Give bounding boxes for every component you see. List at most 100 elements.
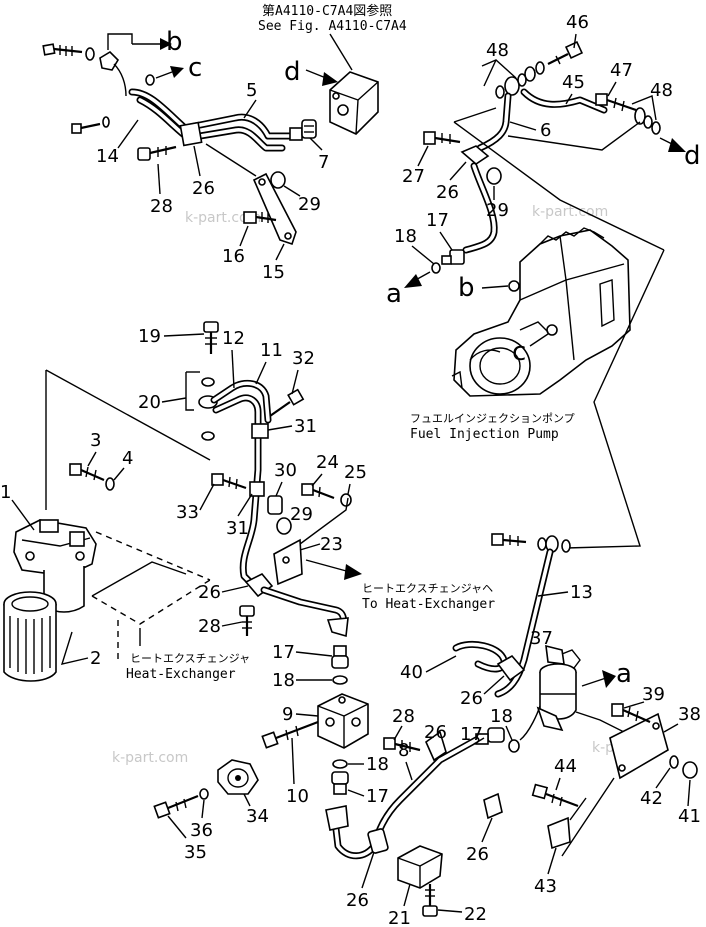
washer-icon — [537, 537, 547, 551]
callout-35: 35 — [184, 842, 207, 863]
washer-icon — [651, 121, 661, 135]
nut-icon — [486, 167, 502, 185]
callout-29: 29 — [290, 504, 313, 525]
callout-24: 24 — [316, 452, 339, 473]
callout-17: 17 — [460, 724, 483, 745]
pipe-clamp-icon — [251, 423, 269, 439]
callout-31: 31 — [226, 518, 249, 539]
heat-exchanger-caption-japanese: ヒートエクスチェンジャ — [130, 652, 250, 665]
callout-48: 48 — [486, 40, 509, 61]
washer-icon — [517, 73, 527, 87]
washer-icon — [524, 66, 536, 82]
letter-d-top: d — [284, 57, 301, 87]
callout-31: 31 — [294, 416, 317, 437]
callout-6: 6 — [540, 120, 551, 141]
callout-36: 36 — [190, 820, 213, 841]
callout-17: 17 — [366, 786, 389, 807]
washer-icon — [561, 539, 571, 553]
bolt-icon — [71, 116, 110, 134]
banjo-fitting-icon — [99, 50, 120, 71]
callout-30: 30 — [274, 460, 297, 481]
callout-18: 18 — [490, 706, 513, 727]
banjo-fitting-icon — [634, 107, 646, 125]
callout-29: 29 — [298, 194, 321, 215]
callout-29: 29 — [486, 200, 509, 221]
nut-icon — [682, 761, 698, 779]
pipe-clamp-icon — [249, 481, 265, 497]
washer-icon — [495, 85, 505, 99]
washer-icon — [643, 115, 653, 129]
washer-icon — [85, 47, 95, 61]
callout-18: 18 — [366, 754, 389, 775]
callout-17: 17 — [272, 642, 295, 663]
letter-d-right: d — [684, 141, 701, 171]
callout-44: 44 — [554, 756, 577, 777]
callout-7: 7 — [318, 152, 329, 173]
to-heat-exchanger-caption-english: To Heat-Exchanger — [362, 597, 495, 612]
part-34-icon — [217, 759, 259, 795]
bolt-icon — [423, 131, 461, 145]
callout-48: 48 — [650, 80, 673, 101]
port-c-icon — [546, 324, 558, 336]
gasket-icon — [508, 739, 520, 753]
callout-39: 39 — [642, 684, 665, 705]
washer-icon — [199, 788, 209, 800]
callout-26: 26 — [198, 582, 221, 603]
callout-26: 26 — [460, 688, 483, 709]
callout-3: 3 — [90, 430, 101, 451]
letter-a-left: a — [386, 279, 402, 309]
bracket-icon — [325, 805, 349, 831]
nut-icon — [270, 171, 286, 189]
bolt-icon — [547, 40, 584, 65]
bottom-right-assembly: a — [325, 533, 701, 927]
bracket-icon — [326, 617, 349, 638]
callout-41: 41 — [678, 806, 701, 827]
reference-japanese: 第A4110-C7A4図参照 — [262, 3, 392, 19]
watermark: k-part.com — [112, 750, 188, 766]
pipe-stub — [113, 63, 127, 97]
gasket-icon — [431, 262, 441, 274]
callout-38: 38 — [678, 704, 701, 725]
port-b-icon — [508, 280, 520, 292]
arrow-head-icon — [404, 274, 422, 288]
bolt-icon — [383, 737, 421, 752]
bolt-icon — [137, 145, 177, 161]
pipe-clamp-icon — [179, 121, 203, 147]
callout-5: 5 — [246, 80, 257, 101]
bolt-icon — [239, 605, 255, 636]
heat-exchanger-caption-english: Heat-Exchanger — [126, 667, 236, 682]
fuel-pump-caption-japanese: フュエルインジェクションポンプ — [410, 412, 575, 425]
callout-40: 40 — [400, 662, 423, 683]
washer-icon — [340, 493, 352, 507]
fuel-filter-assembly — [3, 369, 211, 682]
nut-icon — [276, 517, 292, 535]
washer-icon — [201, 377, 215, 387]
washer-icon — [535, 61, 545, 75]
callout-18: 18 — [272, 670, 295, 691]
callout-10: 10 — [286, 786, 309, 807]
bolt-icon — [531, 783, 579, 808]
callout-28: 28 — [392, 706, 415, 727]
callout-13: 13 — [570, 582, 593, 603]
filter-cartridge-icon — [3, 591, 57, 682]
callout-9: 9 — [282, 704, 293, 725]
solenoid-37-icon — [536, 644, 581, 732]
callout-21: 21 — [388, 908, 411, 927]
callout-23: 23 — [320, 534, 343, 555]
callout-47: 47 — [610, 60, 633, 81]
callout-46: 46 — [566, 12, 589, 33]
watermark: k-part.com — [185, 210, 261, 226]
callout-17: 17 — [426, 210, 449, 231]
bolt-icon — [422, 884, 438, 917]
callout-4: 4 — [122, 448, 133, 469]
bolt-icon — [595, 93, 637, 112]
callout-15: 15 — [262, 262, 285, 283]
bolt-icon — [153, 794, 199, 819]
gasket-icon — [332, 759, 348, 769]
callout-26: 26 — [424, 722, 447, 743]
pipe-clamp-icon — [367, 828, 389, 854]
reference-leader — [329, 33, 353, 71]
mounting-plate-38-icon — [609, 712, 669, 780]
pipe-clamp-icon — [425, 730, 447, 762]
b-arrow-bracket — [107, 33, 133, 50]
